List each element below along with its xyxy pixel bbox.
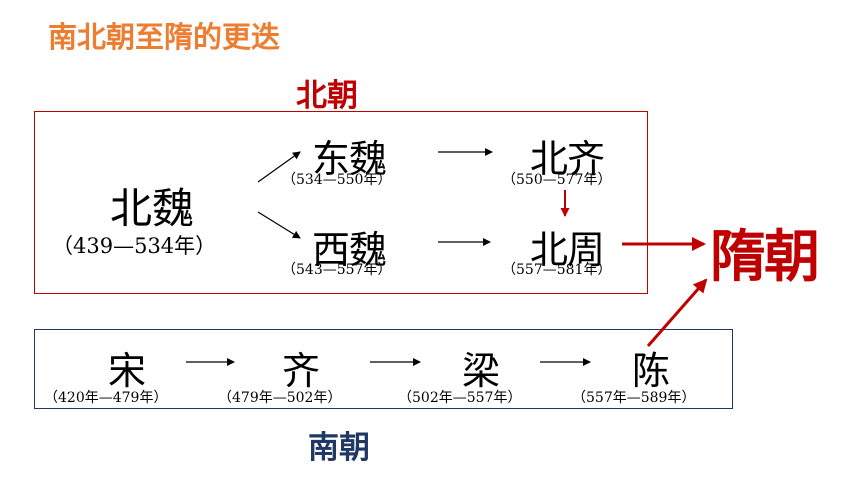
north-box [34, 111, 648, 294]
bei-qi-name: 北齐 [530, 137, 605, 181]
south-box [34, 329, 733, 409]
bei-qi-years: （550—577年） [502, 172, 612, 188]
bei-wei-years: （439—534年） [52, 234, 217, 258]
sui-dynasty-label: 隋朝 [710, 225, 820, 290]
qi-years: （479年—502年） [218, 390, 342, 406]
xi-wei-name: 西魏 [312, 228, 387, 272]
liang-years: （502年—557年） [398, 390, 522, 406]
bei-wei-name: 北魏 [110, 184, 195, 233]
bei-zhou-name: 北周 [530, 228, 605, 272]
north-label: 北朝 [296, 78, 358, 114]
song-name: 宋 [108, 349, 146, 393]
qi-name: 齐 [282, 349, 320, 393]
arrow-chen-to-sui [646, 278, 708, 347]
liang-name: 梁 [462, 349, 500, 393]
arrow-beiwei-to-dongwei [257, 151, 301, 183]
south-label: 南朝 [308, 430, 370, 466]
dong-wei-years: （534—550年） [282, 172, 392, 188]
bei-zhou-years: （557—581年） [502, 262, 612, 278]
arrow-beiwei-to-xiwei [257, 211, 301, 239]
song-years: （420年—479年） [44, 390, 168, 406]
dong-wei-name: 东魏 [312, 137, 387, 181]
xi-wei-years: （543—557年） [282, 262, 392, 278]
page-title: 南北朝至隋的更迭 [48, 20, 281, 54]
chen-years: （557年—589年） [572, 390, 696, 406]
chen-name: 陈 [632, 349, 670, 393]
